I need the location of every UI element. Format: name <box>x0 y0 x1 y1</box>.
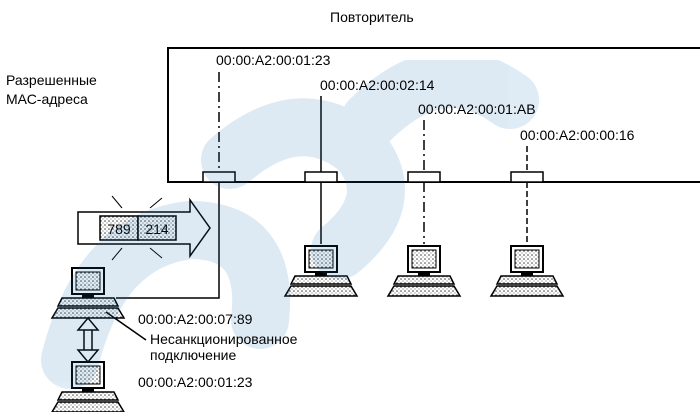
spoofed-mac-label: 00:00:A2:00:01:23 <box>138 374 252 391</box>
packet-arrow: 789 214 <box>78 196 210 260</box>
port-3 <box>408 172 440 182</box>
port-1-mac: 00:00:A2:00:01:23 <box>216 52 330 69</box>
allowed-mac-label-line2: МАС-адреса <box>6 91 88 108</box>
port-1 <box>203 172 235 182</box>
computer-3-icon <box>388 246 460 296</box>
computer-4-icon <box>491 246 563 296</box>
port-4-mac: 00:00:A2:00:00:16 <box>520 127 634 144</box>
port-2 <box>305 172 337 182</box>
attacker-mac-label: 00:00:A2:00:07:89 <box>138 311 252 328</box>
port-3-mac: 00:00:A2:00:01:AB <box>418 101 536 118</box>
packet-left-text: 789 <box>107 221 131 237</box>
connection-double-arrow <box>78 318 98 362</box>
spoofed-computer-icon <box>52 362 124 412</box>
port-4 <box>511 172 543 182</box>
packet-right-text: 214 <box>145 221 169 237</box>
repeater-title: Повторитель <box>330 9 414 26</box>
unauthorized-label-line2: подключение <box>150 347 236 364</box>
computer-2-icon <box>285 246 357 296</box>
port-2-mac: 00:00:A2:00:02:14 <box>320 77 434 94</box>
allowed-mac-label-line1: Разрешенные <box>6 72 97 89</box>
attacker-computer-icon <box>52 268 124 318</box>
unauthorized-label-line1: Несанкционированное <box>150 331 297 348</box>
